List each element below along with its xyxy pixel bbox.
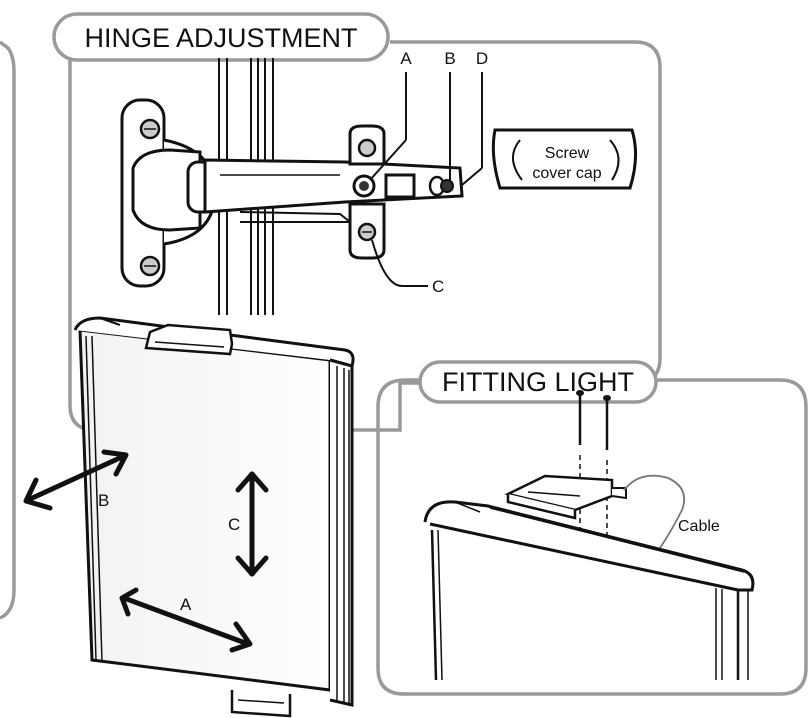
screw-b-icon bbox=[428, 175, 454, 197]
screw-label-b: B bbox=[444, 49, 455, 68]
screw-cover-cap bbox=[491, 128, 637, 190]
screw-label-a: A bbox=[400, 49, 412, 68]
arrow-c-icon bbox=[235, 471, 269, 577]
light-cable bbox=[623, 474, 686, 549]
left-panel-border bbox=[0, 40, 16, 620]
mounting-screw-right-icon bbox=[603, 395, 611, 450]
light-cabinet-top bbox=[423, 500, 755, 681]
hinge-panel-title: HINGE ADJUSTMENT bbox=[84, 23, 357, 53]
cabinet-door bbox=[73, 316, 355, 718]
arrow-b-icon bbox=[23, 449, 129, 511]
screw-label-c: C bbox=[432, 277, 444, 296]
light-unit bbox=[504, 474, 627, 520]
fitting-light-title-tab bbox=[418, 360, 658, 404]
screw-c-icon bbox=[357, 222, 377, 242]
hinge-cup bbox=[131, 148, 202, 232]
hinge-title-tab bbox=[52, 12, 390, 62]
cover-cap-label-line1: Screw bbox=[545, 145, 590, 162]
arrow-label-a: A bbox=[180, 595, 192, 614]
fitting-light-title: FITTING LIGHT bbox=[442, 367, 634, 397]
screw-label-d: D bbox=[476, 49, 488, 68]
fitting-light-panel-border bbox=[376, 378, 808, 696]
hinge-arm-window bbox=[384, 173, 416, 199]
mounting-screw-left-icon bbox=[576, 390, 584, 445]
arrow-label-b: B bbox=[98, 491, 109, 510]
plate-screw-top-icon bbox=[139, 118, 161, 140]
screw-a-icon bbox=[352, 174, 376, 198]
cable-label: Cable bbox=[678, 518, 720, 535]
arrow-a-icon bbox=[119, 587, 253, 653]
base-screw-top-icon bbox=[357, 138, 377, 158]
leader-lines bbox=[369, 72, 483, 287]
hinge-arm bbox=[203, 158, 464, 223]
arrow-label-c: C bbox=[228, 515, 240, 534]
cover-cap-label-line2: cover cap bbox=[532, 165, 601, 182]
plate-screw-bottom-icon bbox=[139, 255, 161, 277]
hinge-base-plate bbox=[348, 124, 386, 260]
